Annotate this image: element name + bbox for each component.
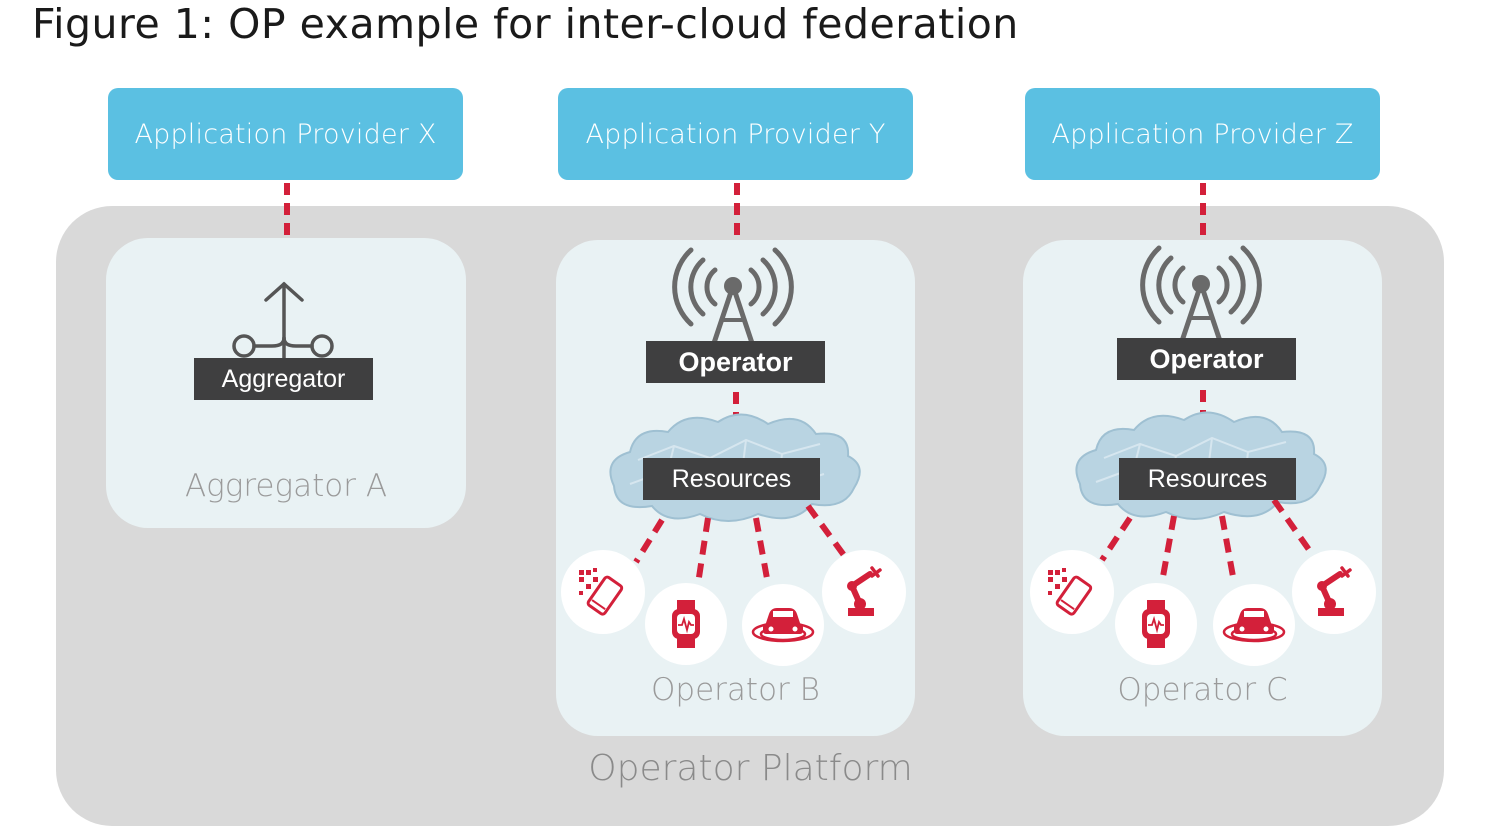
application-provider-z: Application Provider Z — [1025, 88, 1380, 180]
operator-b-label: Operator B — [651, 672, 820, 708]
resources-badge: Resources — [1119, 458, 1296, 500]
antenna-icon — [1143, 248, 1260, 344]
application-provider-x: Application Provider X — [108, 88, 463, 180]
link-provider-x — [284, 183, 290, 239]
aggregator-panel-label: Aggregator A — [184, 468, 388, 504]
operator-c-label: Operator C — [1117, 672, 1288, 708]
device-links — [633, 504, 849, 585]
operator-badge: Operator — [646, 341, 825, 383]
provider-label: Application Provider X — [134, 118, 437, 150]
devices-operator-c — [1030, 550, 1376, 666]
link-provider-z — [1200, 183, 1206, 247]
provider-label: Application Provider Y — [585, 118, 886, 150]
application-provider-y: Application Provider Y — [558, 88, 913, 180]
link-provider-y — [734, 183, 740, 247]
operator-platform-label: Operator Platform — [588, 748, 913, 789]
aggregator-fork-icon — [232, 281, 334, 368]
resources-badge: Resources — [643, 458, 820, 500]
antenna-icon — [675, 250, 792, 346]
device-links — [1099, 498, 1315, 583]
aggregator-badge: Aggregator — [194, 358, 373, 400]
provider-label: Application Provider Z — [1051, 118, 1354, 150]
operator-badge: Operator — [1117, 338, 1296, 380]
figure-title: Figure 1: OP example for inter-cloud fed… — [32, 0, 1019, 48]
